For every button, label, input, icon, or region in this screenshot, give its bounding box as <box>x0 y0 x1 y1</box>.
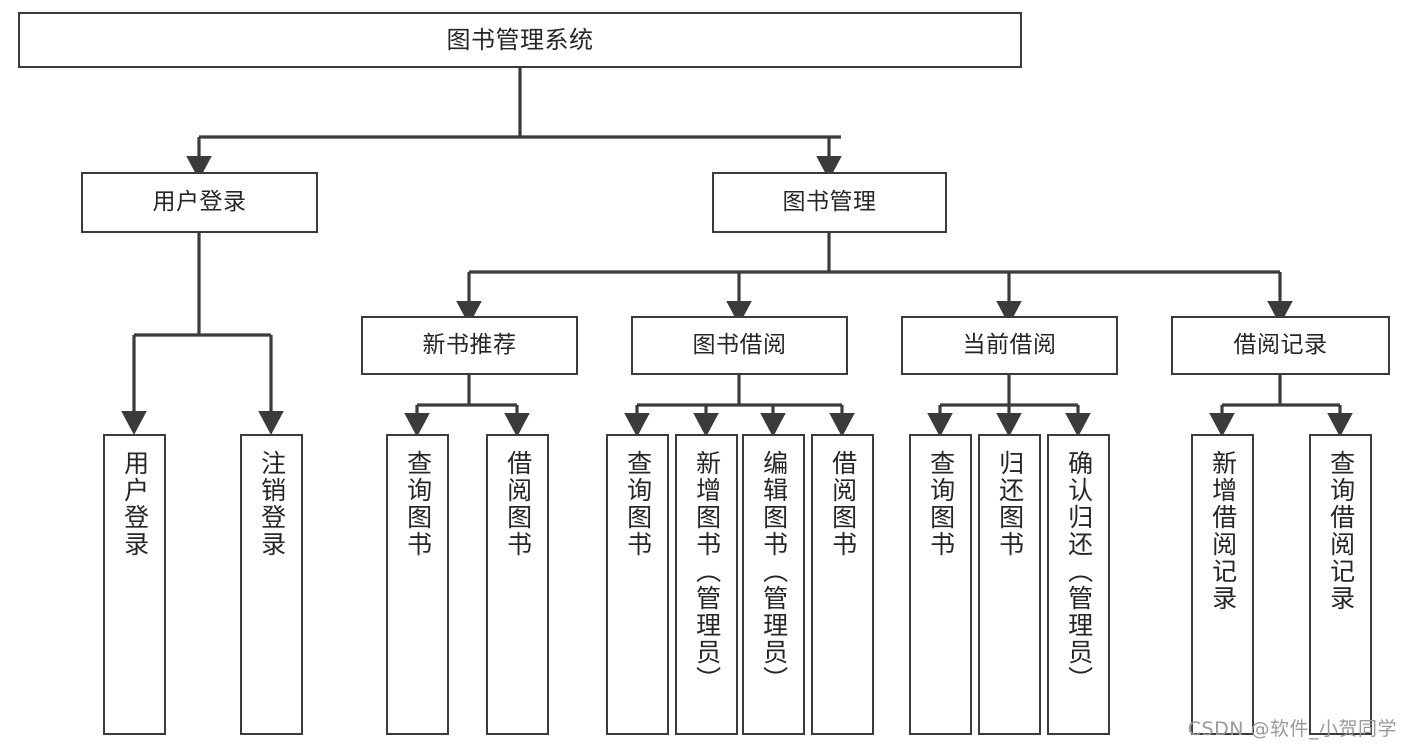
node-leaf-query-record-label: 查询借阅记录 <box>1326 450 1356 612</box>
node-leaf-add-book[interactable]: 新增图书（管理员） <box>675 434 738 735</box>
node-leaf-return-book-label: 归还图书 <box>995 450 1025 558</box>
node-user-login[interactable]: 用户登录 <box>81 172 318 233</box>
node-leaf-add-record-label: 新增借阅记录 <box>1208 450 1238 612</box>
node-book-manage[interactable]: 图书管理 <box>712 172 947 233</box>
node-leaf-borrow-book-2[interactable]: 借阅图书 <box>811 434 874 735</box>
node-leaf-confirm-return-label: 确认归还（管理员） <box>1064 450 1094 693</box>
node-leaf-user-login-label: 用户登录 <box>120 450 150 558</box>
node-user-login-label: 用户登录 <box>152 189 247 215</box>
node-borrow-record-label: 借阅记录 <box>1233 332 1328 358</box>
node-leaf-query-book-2-label: 查询图书 <box>623 450 653 558</box>
node-book-borrow[interactable]: 图书借阅 <box>631 316 848 375</box>
node-book-borrow-label: 图书借阅 <box>692 332 787 358</box>
node-leaf-add-record[interactable]: 新增借阅记录 <box>1191 434 1254 735</box>
node-new-book-rec-label: 新书推荐 <box>422 332 517 358</box>
node-leaf-query-book-1-label: 查询图书 <box>403 450 433 558</box>
node-book-manage-label: 图书管理 <box>782 189 877 215</box>
node-leaf-logout[interactable]: 注销登录 <box>240 434 303 735</box>
node-leaf-edit-book[interactable]: 编辑图书（管理员） <box>742 434 805 735</box>
node-leaf-add-book-label: 新增图书（管理员） <box>692 450 722 693</box>
node-leaf-logout-label: 注销登录 <box>257 450 287 558</box>
node-borrow-record[interactable]: 借阅记录 <box>1171 316 1390 375</box>
watermark-text: CSDN @软件_小贺同学 <box>1187 718 1397 740</box>
node-root[interactable]: 图书管理系统 <box>18 12 1022 68</box>
node-new-book-rec[interactable]: 新书推荐 <box>361 316 578 375</box>
node-current-borrow-label: 当前借阅 <box>962 332 1057 358</box>
node-root-label: 图书管理系统 <box>446 26 594 54</box>
node-leaf-return-book[interactable]: 归还图书 <box>978 434 1041 735</box>
node-leaf-query-book-2[interactable]: 查询图书 <box>606 434 669 735</box>
node-current-borrow[interactable]: 当前借阅 <box>901 316 1118 375</box>
node-leaf-query-book-1[interactable]: 查询图书 <box>386 434 449 735</box>
node-leaf-user-login[interactable]: 用户登录 <box>103 434 166 735</box>
node-leaf-confirm-return[interactable]: 确认归还（管理员） <box>1047 434 1110 735</box>
node-leaf-query-record[interactable]: 查询借阅记录 <box>1309 434 1372 735</box>
node-leaf-query-book-3-label: 查询图书 <box>926 450 956 558</box>
node-leaf-query-book-3[interactable]: 查询图书 <box>909 434 972 735</box>
node-leaf-borrow-book-1-label: 借阅图书 <box>503 450 533 558</box>
node-leaf-borrow-book-2-label: 借阅图书 <box>828 450 858 558</box>
node-leaf-borrow-book-1[interactable]: 借阅图书 <box>486 434 549 735</box>
node-leaf-edit-book-label: 编辑图书（管理员） <box>759 450 789 693</box>
